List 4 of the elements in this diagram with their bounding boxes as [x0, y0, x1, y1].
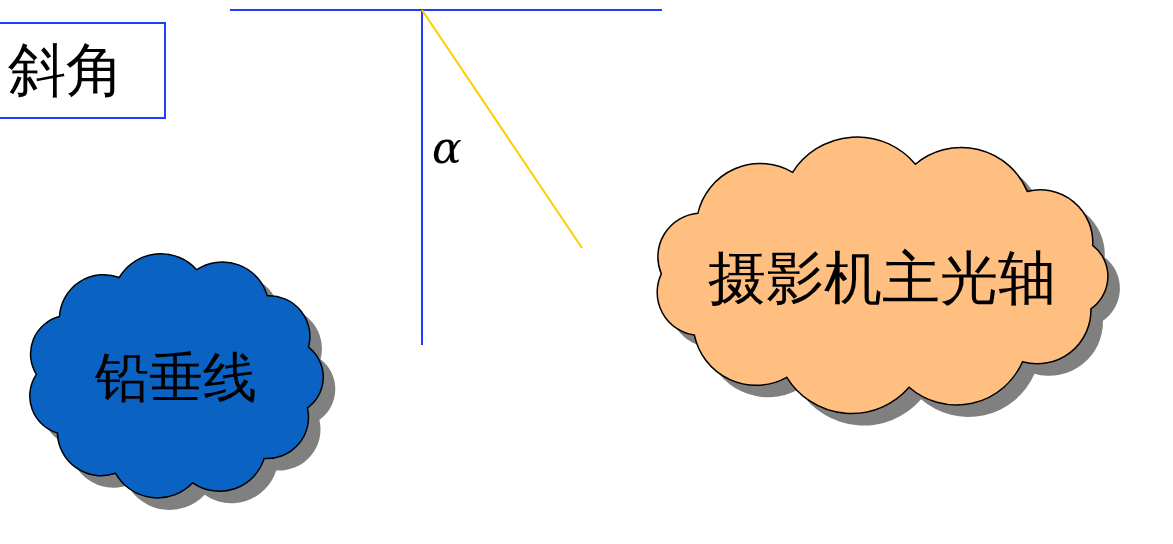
label-box: 斜角 [0, 22, 166, 119]
cloud-label: 铅垂线 [94, 351, 258, 405]
angle-symbol: α [432, 126, 462, 170]
cloud-label: 摄影机主光轴 [707, 248, 1057, 307]
